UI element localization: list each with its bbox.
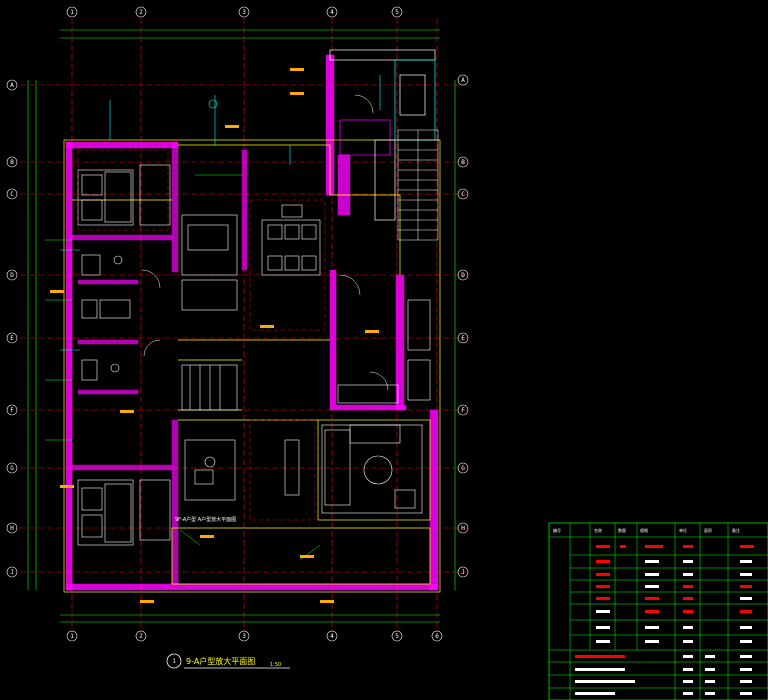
kitchen-counter — [337, 299, 431, 404]
axis-bubble-left-f: F — [6, 404, 18, 416]
legend-header-6: 备注 — [732, 527, 740, 533]
svg-text:J: J — [10, 569, 14, 576]
legend-table: 编号 名称 数量 规格 单位 面积 备注 — [548, 522, 768, 700]
axis-bubble-top-1: 1 — [66, 6, 78, 18]
drawing-subtitle: 9F-A户型 A户型放大平面图 — [175, 516, 236, 523]
drawing-title: 9-A户型放大平面图 — [186, 656, 255, 666]
svg-text:B: B — [10, 159, 14, 166]
left-axis-bubbles: A B C D E F G H J — [6, 79, 18, 578]
legend-header-5: 面积 — [704, 527, 712, 533]
walls — [65, 54, 439, 591]
axis-bubble-left-j: J — [6, 566, 18, 578]
door-swings — [141, 94, 389, 391]
axis-bubble-right-f: F — [457, 404, 469, 416]
legend-header-1: 名称 — [594, 527, 602, 533]
dimension-lines — [27, 29, 456, 623]
bed-top-left — [77, 164, 171, 226]
axis-bubble-left-e: E — [6, 332, 18, 344]
svg-text:6: 6 — [435, 633, 439, 640]
axis-bubble-top-4: 4 — [326, 6, 338, 18]
title-number: 1 — [172, 658, 176, 665]
axis-bubble-right-c: C — [457, 188, 469, 200]
svg-text:E: E — [461, 335, 465, 342]
axis-bubble-left-c: C — [6, 188, 18, 200]
axis-bubble-right-b: B — [457, 156, 469, 168]
axis-bubble-right-g: G — [457, 462, 469, 474]
axis-bubble-left-b: B — [6, 156, 18, 168]
svg-text:C: C — [461, 191, 465, 198]
legend-header-0: 编号 — [553, 527, 561, 533]
drawing-title-block: 1 9-A户型放大平面图 1:50 — [166, 653, 290, 669]
axis-bubble-right-d: D — [457, 269, 469, 281]
bed-bottom-left — [77, 479, 171, 546]
svg-text:G: G — [461, 465, 465, 472]
legend-cell-marks — [575, 545, 754, 695]
legend-header-4: 单位 — [679, 527, 687, 533]
drawing-scale: 1:50 — [270, 662, 281, 668]
ceiling-lines — [77, 149, 326, 521]
axis-bubble-top-5: 5 — [391, 6, 403, 18]
living-room-sofa — [321, 424, 423, 514]
axis-bubble-right-a: A — [457, 74, 469, 86]
svg-text:3: 3 — [242, 633, 246, 640]
right-axis-bubbles: A B C D E F G H J — [457, 74, 469, 578]
study-desk — [184, 439, 236, 501]
axis-bubble-bottom-3: 3 — [238, 630, 250, 642]
svg-text:J: J — [461, 569, 465, 576]
svg-text:2: 2 — [139, 633, 143, 640]
svg-text:D: D — [461, 272, 465, 279]
axis-bubble-bottom-5: 5 — [391, 630, 403, 642]
svg-text:E: E — [10, 335, 14, 342]
axis-bubble-bottom-2: 2 — [135, 630, 147, 642]
furniture — [77, 164, 431, 546]
axis-bubble-left-h: H — [6, 522, 18, 534]
stair — [397, 129, 439, 241]
svg-text:D: D — [10, 272, 14, 279]
svg-text:1: 1 — [70, 633, 74, 640]
axis-bubble-bottom-4: 4 — [326, 630, 338, 642]
legend-header-2: 数量 — [618, 527, 626, 533]
svg-text:3: 3 — [242, 9, 246, 16]
legend-header-3: 规格 — [640, 527, 648, 533]
svg-text:A: A — [461, 77, 465, 84]
svg-text:F: F — [10, 407, 14, 414]
svg-text:G: G — [10, 465, 14, 472]
axis-bubble-right-j: J — [457, 566, 469, 578]
svg-text:H: H — [461, 525, 465, 532]
axis-bubble-bottom-1: 1 — [66, 630, 78, 642]
svg-text:1: 1 — [70, 9, 74, 16]
svg-text:B: B — [461, 159, 465, 166]
bed-middle — [181, 214, 238, 311]
svg-text:C: C — [10, 191, 14, 198]
axis-bubble-left-g: G — [6, 462, 18, 474]
bathroom-fixtures — [81, 254, 131, 381]
bottom-axis-bubbles: 1 2 3 4 5 6 — [66, 630, 443, 642]
svg-text:5: 5 — [395, 9, 399, 16]
svg-text:2: 2 — [139, 9, 143, 16]
svg-text:5: 5 — [395, 633, 399, 640]
sofa-middle — [181, 364, 238, 411]
annotation-leaders-cyan — [60, 75, 381, 351]
title-number-circle — [166, 653, 182, 669]
svg-text:4: 4 — [330, 633, 334, 640]
axis-bubble-top-3: 3 — [238, 6, 250, 18]
svg-text:F: F — [461, 407, 465, 414]
svg-text:H: H — [10, 525, 14, 532]
upper-annex — [329, 49, 439, 241]
wall-outlines — [63, 139, 441, 593]
svg-text:4: 4 — [330, 9, 334, 16]
annotation-leaders-green — [45, 174, 321, 561]
axis-bubble-right-e: E — [457, 332, 469, 344]
axis-bubble-left-a: A — [6, 79, 18, 91]
tv-cabinet — [284, 439, 300, 496]
annotation-marks — [50, 68, 379, 603]
axis-bubble-left-d: D — [6, 269, 18, 281]
svg-text:A: A — [10, 82, 14, 89]
dining-table — [261, 204, 321, 276]
axis-bubble-bottom-6: 6 — [431, 630, 443, 642]
axis-bubble-top-2: 2 — [135, 6, 147, 18]
axis-bubble-right-h: H — [457, 522, 469, 534]
top-axis-bubbles: 1 2 3 4 5 — [66, 6, 403, 18]
